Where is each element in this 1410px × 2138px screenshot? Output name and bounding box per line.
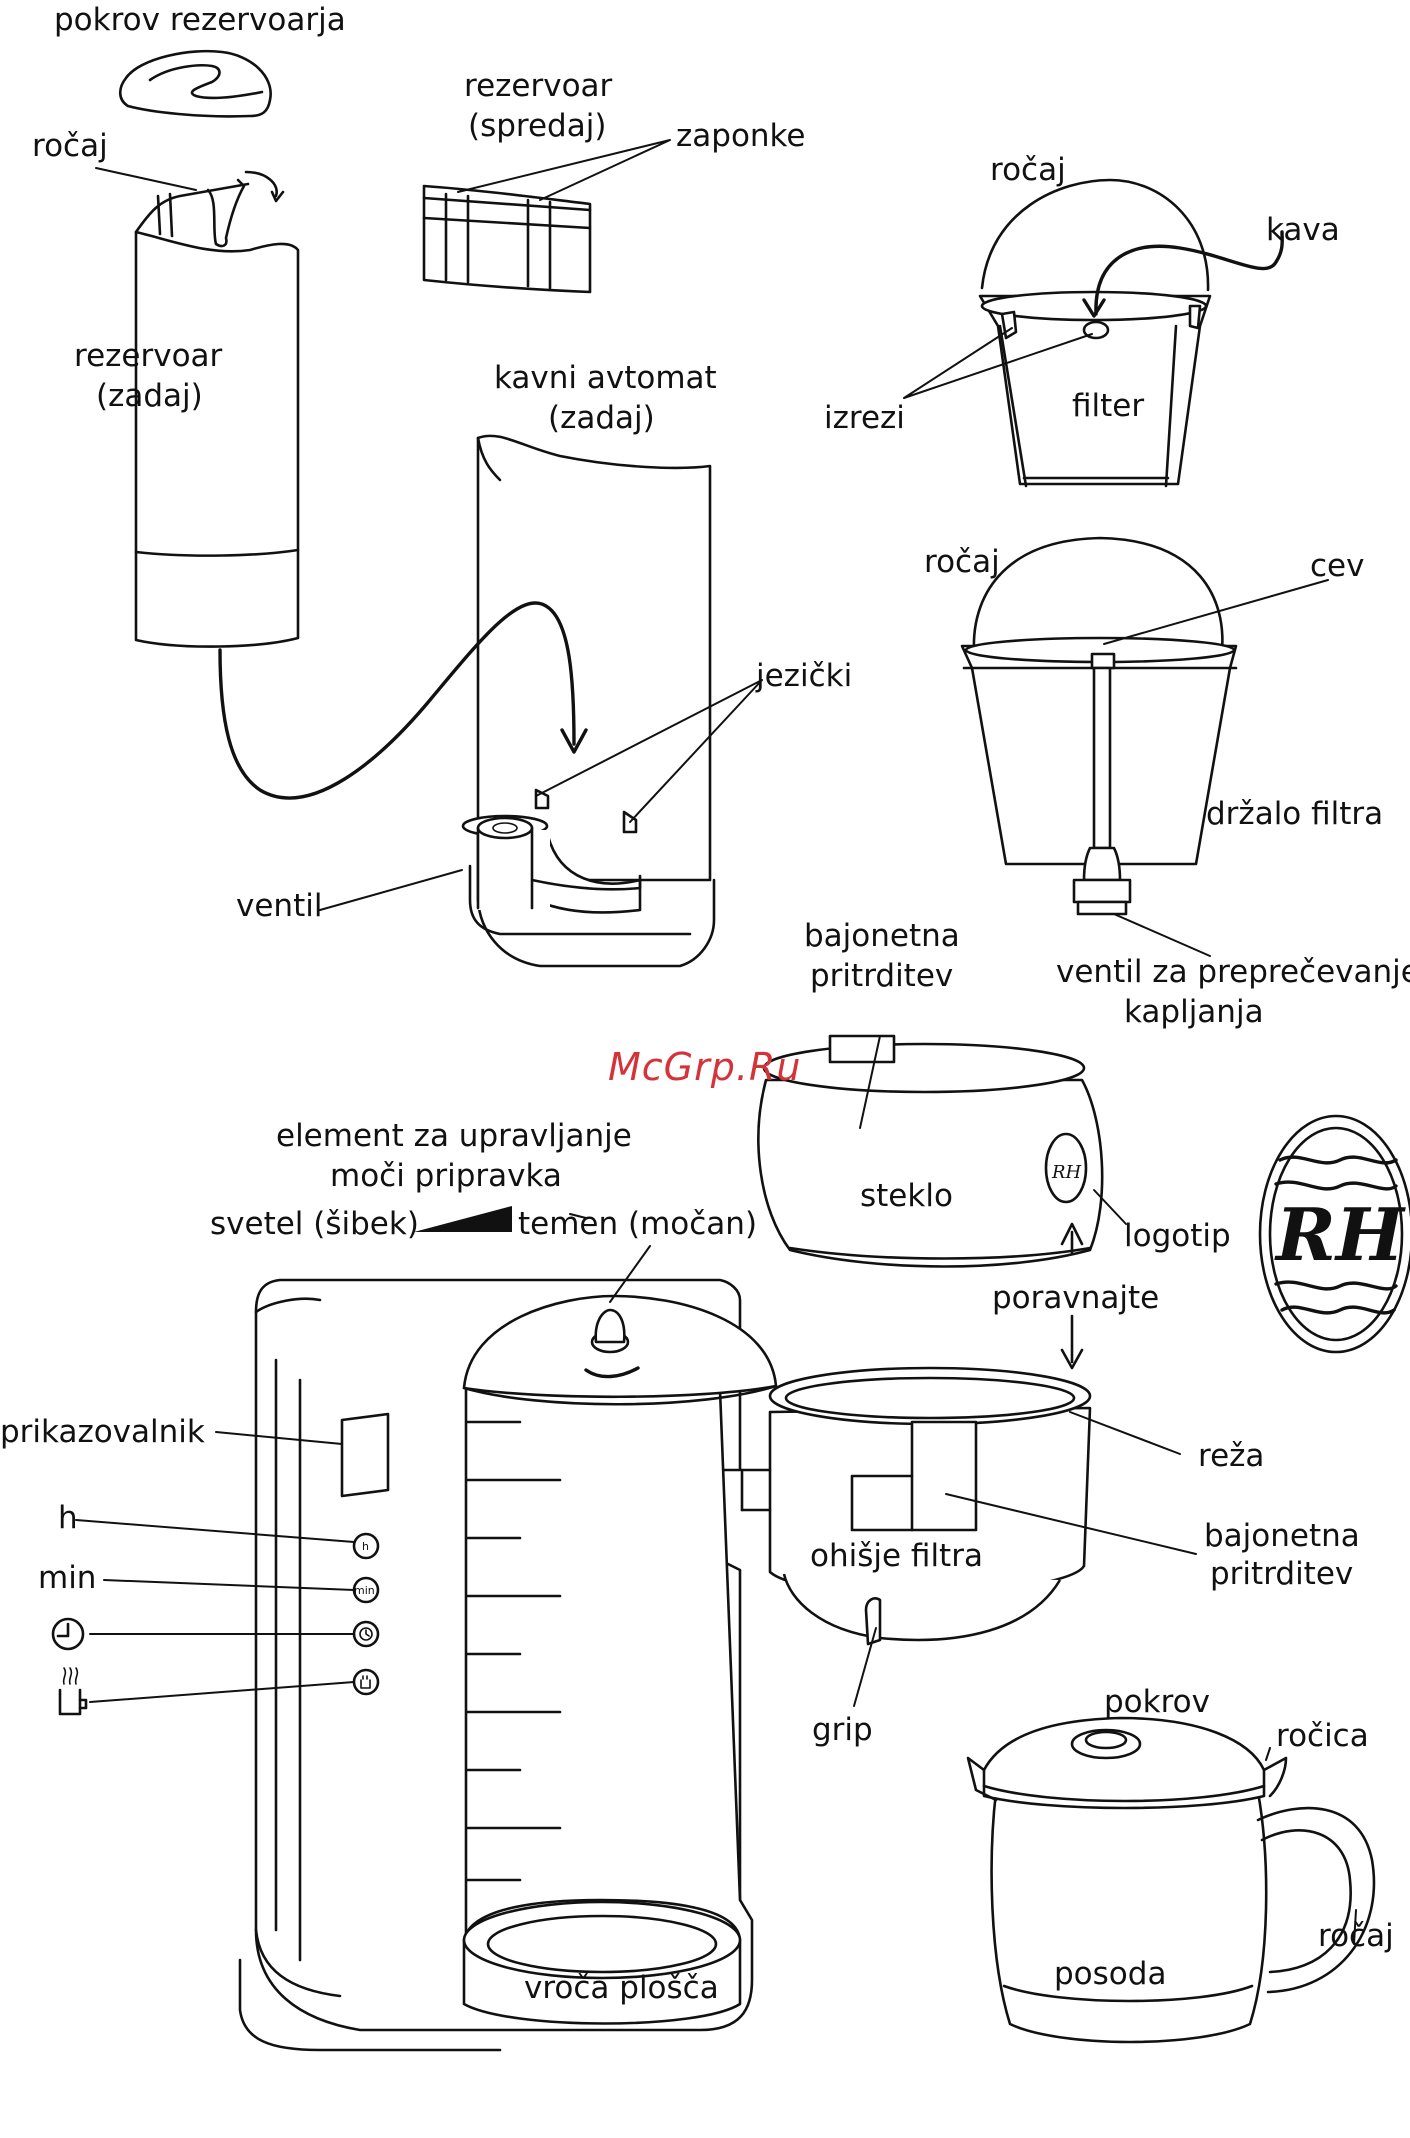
label-strength-control-1: element za upravljanje	[276, 1118, 632, 1154]
label-cutouts: izrezi	[824, 400, 905, 436]
label-coffee: kava	[1266, 212, 1340, 248]
brew-strength-wedge	[414, 1206, 512, 1232]
timer-clock-icon	[51, 1617, 85, 1651]
label-strength-control-2: moči pripravka	[330, 1158, 562, 1194]
label-machine-back-2: (zadaj)	[548, 400, 655, 436]
label-slot: reža	[1198, 1438, 1264, 1474]
label-filter-handle: ročaj	[990, 152, 1066, 188]
label-logo: logotip	[1124, 1218, 1231, 1254]
coffee-maker-back-drawing	[461, 434, 716, 968]
align-arrows	[1060, 1222, 1084, 1370]
label-tube: cev	[1310, 548, 1364, 584]
label-dark: temen (močan)	[518, 1206, 757, 1242]
label-grip: grip	[812, 1712, 873, 1748]
glass-logo-mark: RH	[1051, 1162, 1082, 1183]
label-pot-handle: ročaj	[1318, 1918, 1394, 1954]
minute-button-label: min	[354, 1584, 375, 1597]
logo-medallion: RH	[1258, 1114, 1410, 1354]
label-reservoir-back-2: (zadaj)	[96, 378, 203, 414]
filter-basket-drawing	[978, 178, 1284, 488]
label-valve: ventil	[236, 888, 322, 924]
transfer-arrowhead	[560, 728, 588, 754]
label-hot-plate: vroča plošča	[524, 1970, 719, 2006]
label-reservoir-back-1: rezervoar	[74, 338, 223, 374]
reservoir-back-drawing	[134, 170, 300, 648]
label-hour: h	[58, 1500, 78, 1536]
transfer-arrow	[218, 601, 576, 800]
label-anti-drip-valve-1: ventil za preprečevanje	[1056, 954, 1410, 990]
label-clips: zaponke	[676, 118, 805, 154]
label-machine-back-1: kavni avtomat	[494, 360, 717, 396]
watermark: McGrp.Ru	[608, 1045, 801, 1089]
label-tabs: jezički	[755, 658, 852, 694]
label-lid: pokrov	[1104, 1684, 1210, 1720]
label-anti-drip-valve-2: kapljanja	[1124, 994, 1264, 1030]
filter-housing-drawing	[740, 1366, 1092, 1646]
reservoir-front-drawing	[422, 184, 592, 294]
keep-warm-icon	[58, 1667, 88, 1716]
label-reservoir-front-1: rezervoar	[464, 68, 613, 104]
medallion-logo-mark: RH	[1274, 1192, 1406, 1277]
filter-holder-drawing	[960, 536, 1238, 916]
text-labels: pokrov rezervoarja ročaj rezervoar (spre…	[0, 2, 1410, 2006]
label-align: poravnajte	[992, 1280, 1159, 1316]
pot-drawing	[966, 1716, 1376, 2044]
label-display: prikazovalnik	[0, 1414, 205, 1450]
label-filter: filter	[1072, 388, 1144, 424]
hour-button-label: h	[362, 1540, 369, 1553]
label-filter-housing: ohišje filtra	[810, 1538, 983, 1574]
label-holder-handle: ročaj	[924, 544, 1000, 580]
leader-lines	[75, 139, 1357, 1945]
label-bayonet-top-1: bajonetna	[804, 918, 960, 954]
label-bayonet-bottom-2: pritrditev	[1210, 1556, 1353, 1592]
label-reservoir-handle: ročaj	[32, 128, 108, 164]
reservoir-lid-drawing	[118, 49, 272, 118]
carafe-glass-drawing: RH	[757, 1034, 1104, 1268]
label-pot: posoda	[1054, 1956, 1166, 1992]
label-light: svetel (šibek)	[210, 1206, 419, 1242]
label-bayonet-bottom-1: bajonetna	[1204, 1518, 1360, 1554]
label-reservoir-lid: pokrov rezervoarja	[54, 2, 346, 38]
label-filter-holder: držalo filtra	[1206, 796, 1383, 832]
main-coffee-maker-drawing: h min	[238, 1278, 778, 2052]
label-minute: min	[38, 1560, 96, 1596]
label-glass: steklo	[860, 1178, 953, 1214]
label-reservoir-front-2: (spredaj)	[468, 108, 606, 144]
label-bayonet-top-2: pritrditev	[810, 958, 953, 994]
label-lever: ročica	[1276, 1718, 1369, 1754]
